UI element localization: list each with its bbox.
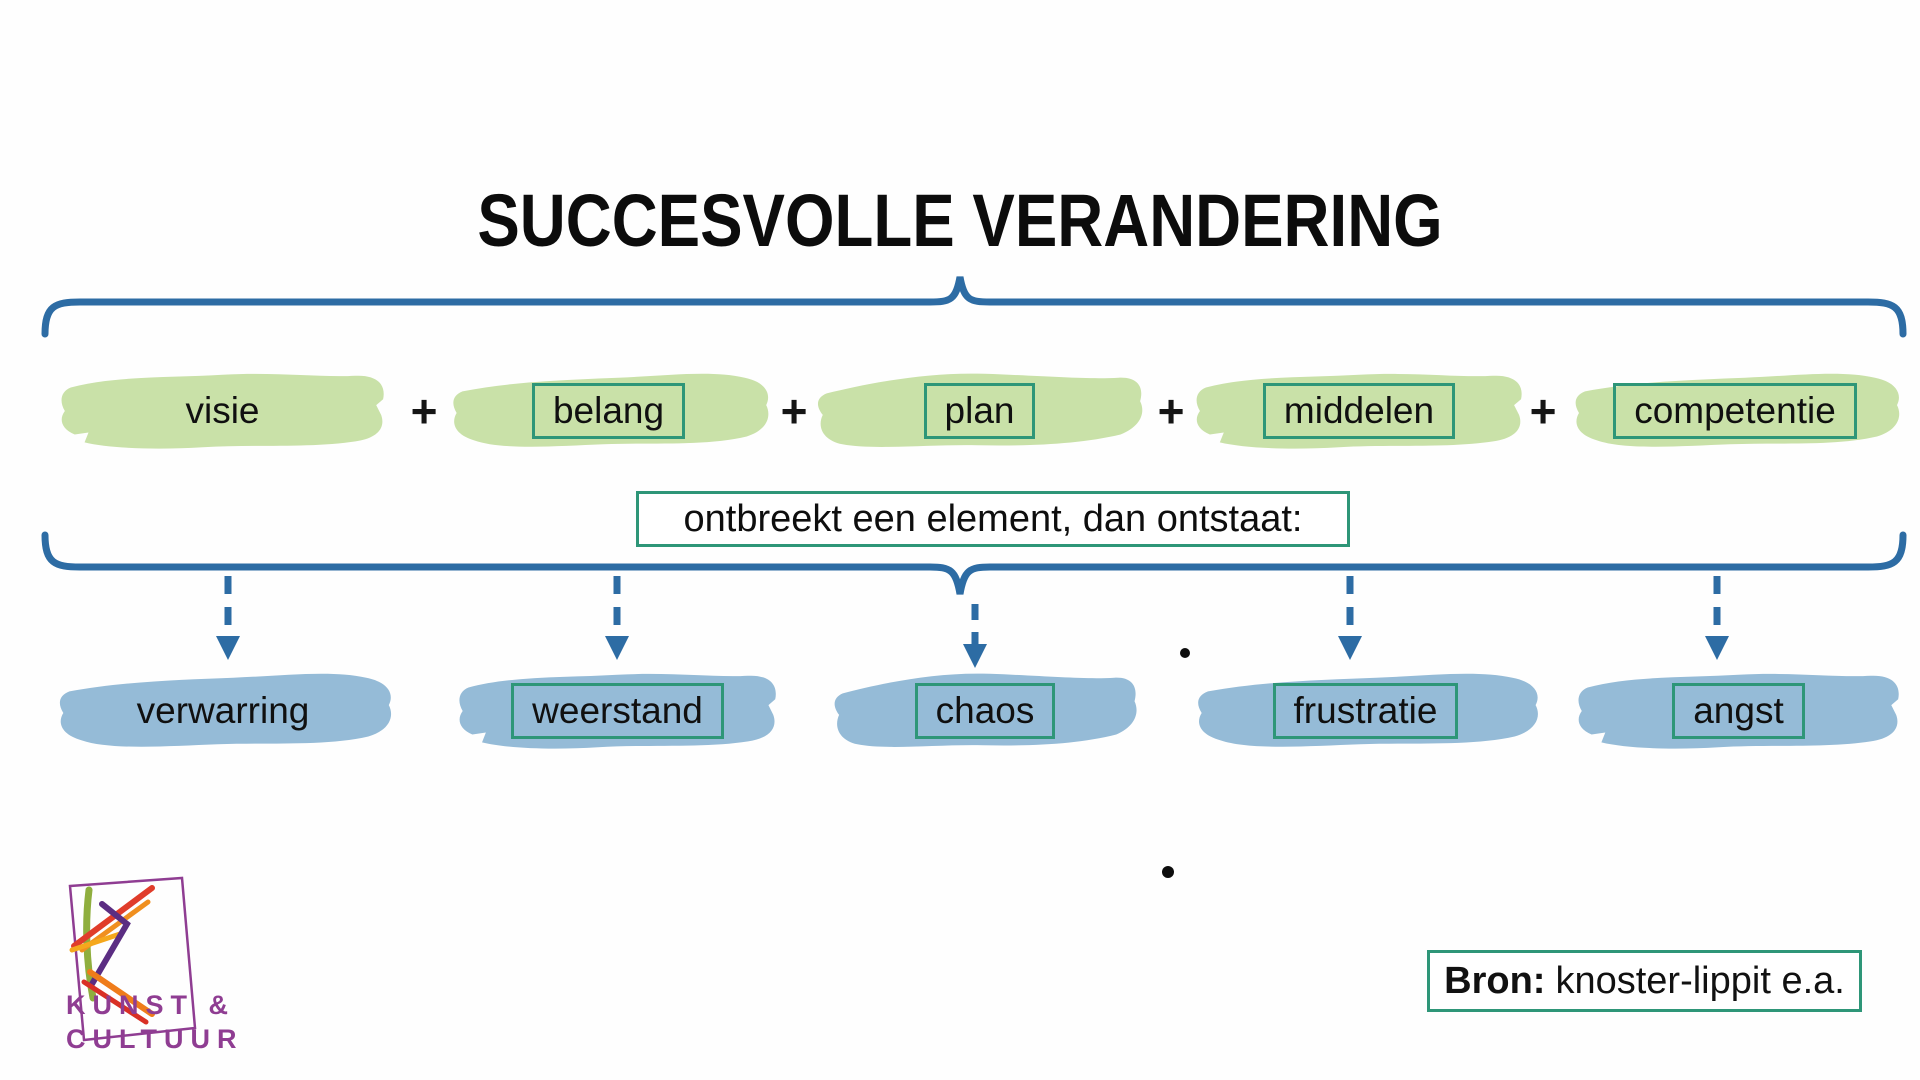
- logo-frame: [68, 876, 197, 1042]
- outcome-label: chaos: [914, 682, 1056, 740]
- element-blob-middelen: middelen: [1190, 364, 1528, 458]
- outcome-blob-chaos: chaos: [830, 664, 1140, 758]
- element-blob-visie: visie: [55, 364, 390, 458]
- outcome-label: frustratie: [1272, 682, 1459, 740]
- kunst-cultuur-logo: [68, 876, 197, 1042]
- outcome-blob-weerstand: weerstand: [453, 664, 782, 758]
- outcome-label: weerstand: [511, 682, 724, 740]
- plus-sign: +: [1529, 385, 1557, 437]
- element-blob-plan: plan: [813, 364, 1146, 458]
- logo-text-line1: KUNST &: [66, 990, 235, 1020]
- outcome-label: angst: [1672, 682, 1805, 740]
- logo-k-icon: [69, 885, 155, 1025]
- down-arrow: [216, 576, 240, 660]
- element-label: belang: [531, 382, 686, 440]
- down-arrow: [1338, 576, 1362, 660]
- element-label: competentie: [1613, 382, 1857, 440]
- source-text: knoster-lippit e.a.: [1555, 959, 1845, 1002]
- outcome-blob-frustratie: frustratie: [1187, 664, 1544, 758]
- down-arrow: [1705, 576, 1729, 660]
- page-title: SUCCESVOLLE VERANDERING: [477, 179, 1443, 262]
- down-arrow: [963, 604, 987, 668]
- condition-box: ontbreekt een element, dan ontstaat:: [636, 491, 1350, 547]
- source-label: Bron:: [1444, 959, 1546, 1002]
- source-box: Bron: knoster-lippit e.a.: [1427, 950, 1862, 1012]
- element-blob-competentie: competentie: [1565, 364, 1905, 458]
- condition-label: ontbreekt een element, dan ontstaat:: [683, 497, 1303, 540]
- element-blob-belang: belang: [443, 364, 774, 458]
- stray-dot: [1180, 648, 1190, 658]
- plus-sign: +: [1157, 385, 1185, 437]
- plus-sign: +: [410, 385, 438, 437]
- stray-dot: [1162, 866, 1174, 878]
- top-brace: [41, 276, 1907, 338]
- outcome-blob-verwarring: verwarring: [49, 664, 397, 758]
- element-label: middelen: [1262, 382, 1456, 440]
- logo-text-line2: CULTUUR: [66, 1024, 244, 1054]
- plus-sign: +: [780, 385, 808, 437]
- element-label: plan: [923, 382, 1036, 440]
- outcome-blob-angst: angst: [1572, 664, 1905, 758]
- down-arrow: [605, 576, 629, 660]
- element-label: visie: [185, 390, 260, 431]
- outcome-label: verwarring: [136, 690, 310, 731]
